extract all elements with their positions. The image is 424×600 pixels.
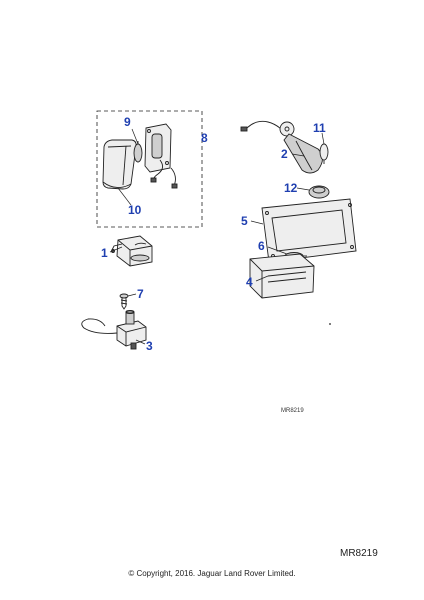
part-2-lamp-housing <box>240 120 323 174</box>
callout-10: 10 <box>128 203 142 217</box>
callout-8: 8 <box>201 131 208 145</box>
stray-mark <box>329 323 331 325</box>
callout-labels: 9 8 10 11 2 12 5 6 4 1 7 3 <box>101 115 326 353</box>
callout-5: 5 <box>241 214 248 228</box>
part-1-lamp-assembly <box>111 235 153 267</box>
callout-4: 4 <box>246 275 253 289</box>
part-3-switch <box>81 310 147 350</box>
part-7-screw <box>119 293 129 310</box>
leader-lines <box>109 128 325 345</box>
reference-code: MR8219 <box>340 548 378 559</box>
callout-6: 6 <box>258 239 265 253</box>
diagram-inner-reference: MR8219 <box>281 408 304 414</box>
part-10-lens <box>102 139 137 190</box>
part-12-grommet <box>308 185 330 199</box>
kit-boundary-box <box>96 110 203 228</box>
callout-2: 2 <box>281 147 288 161</box>
callout-11: 11 <box>313 121 326 135</box>
copyright-notice: © Copyright, 2016. Jaguar Land Rover Lim… <box>128 569 296 578</box>
callout-3: 3 <box>146 339 153 353</box>
callout-1: 1 <box>101 246 108 260</box>
part-8-lamp-base <box>144 123 178 189</box>
callout-7: 7 <box>137 287 144 301</box>
callout-12: 12 <box>284 181 298 195</box>
part-5-bezel <box>261 198 357 263</box>
part-4-plate-lamp <box>249 253 315 299</box>
callout-9: 9 <box>124 115 131 129</box>
